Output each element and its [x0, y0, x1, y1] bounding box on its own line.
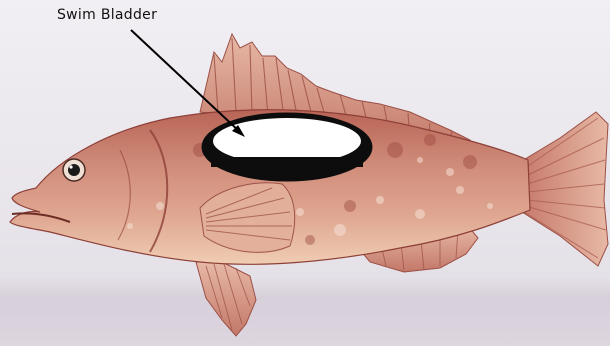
eye: [63, 159, 85, 181]
swim-bladder: [203, 114, 371, 180]
swim-bladder-label: Swim Bladder: [57, 7, 157, 23]
